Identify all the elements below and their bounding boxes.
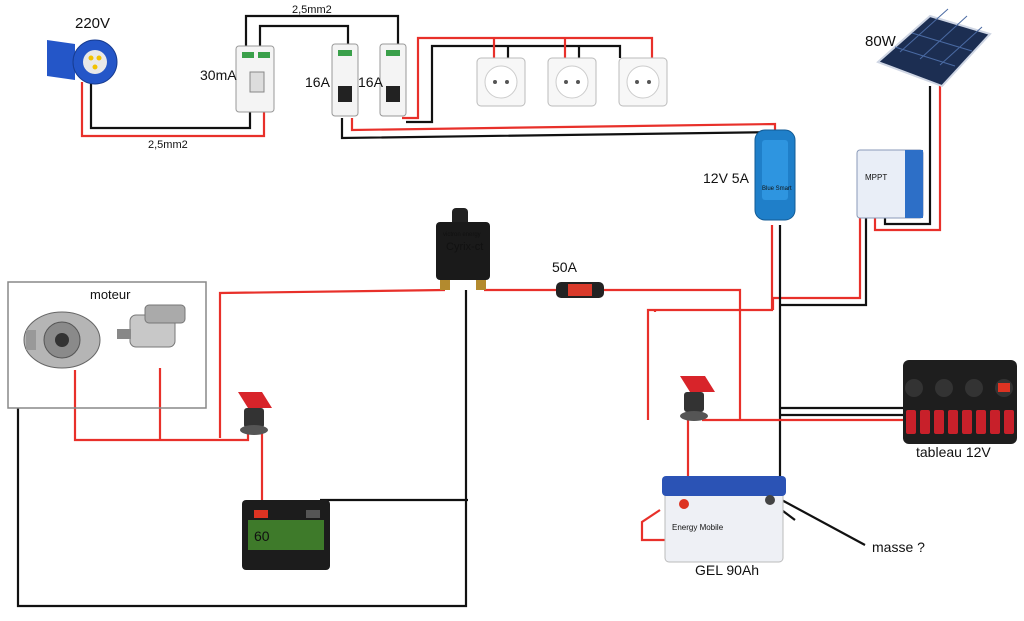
wire-coupler-engine [218,288,446,438]
wires [16,14,1010,608]
wire-ground-loop [16,290,468,608]
starter-battery: 60 [242,500,330,570]
rcd-label: 30mA [200,67,237,83]
wire-top-label: 2,5mm2 [292,4,332,16]
wire-ground-question [777,497,866,546]
wire-pos-charger [350,118,777,132]
wire-mppt-pos [771,218,862,310]
breaker1-label: 16A [305,74,331,90]
circuit-breaker-1 [331,43,359,117]
wire-charger-pos [646,225,774,420]
wire-solar-pos [873,86,942,232]
wire-engine-bus [73,370,250,442]
gel-battery-brand-text: Energy Mobile [672,523,724,532]
circuit-breaker-2 [379,43,407,117]
wire-mppt-neg [780,218,868,307]
wall-socket-1 [476,57,526,107]
wire-solar-neg [883,86,932,226]
mppt-text: MPPT [865,173,887,182]
charger-rating-label: 12V 5A [703,170,750,186]
wire-neg-charger [340,118,781,140]
solar-power-label: 80W [865,33,897,50]
wall-socket-2 [547,57,597,107]
engine-label: moteur [90,287,131,302]
alternator [23,311,101,369]
fuse-label: 50A [552,259,578,275]
battery-coupler: victron energy Cyrix-ct [436,208,490,290]
coupler-name-text: Cyrix-ct [446,241,483,253]
mains-voltage-label: 220V [75,15,110,32]
wire-neg-top-bus [244,14,400,48]
switch-panel [903,360,1017,444]
engine-box [7,281,207,409]
wire-pos-sockets [402,36,654,120]
wire-neg-rcd-breaker [258,24,350,48]
wire-neg-sockets [406,44,622,124]
wire-bottom-label: 2,5mm2 [148,139,188,151]
battery-switch-1 [238,392,272,435]
battery-charger: Blue Smart [754,129,796,221]
starter-battery-text: 60 [254,528,270,544]
blue-industrial-plug [47,39,118,85]
wire-fuse-aux [604,288,742,420]
ground-question-label: masse ? [872,539,925,555]
wire-pos-plug-rcd [80,82,266,138]
battery-switch-2 [680,376,715,421]
gel-battery: Energy Mobile [662,476,786,563]
gel-battery-label: GEL 90Ah [695,562,759,578]
breaker2-label: 16A [358,74,384,90]
coupler-brand-text: victron energy [443,232,481,238]
wire-neg-plug-rcd [89,80,252,130]
inline-fuse [556,282,604,298]
charger-text: Blue Smart [762,186,792,192]
mppt-controller: MPPT [856,149,924,219]
solar-panel [876,8,992,88]
panel-label: tableau 12V [916,444,991,460]
starter-motor [117,304,186,348]
rcd-breaker [235,45,275,113]
wall-socket-3 [618,57,668,107]
